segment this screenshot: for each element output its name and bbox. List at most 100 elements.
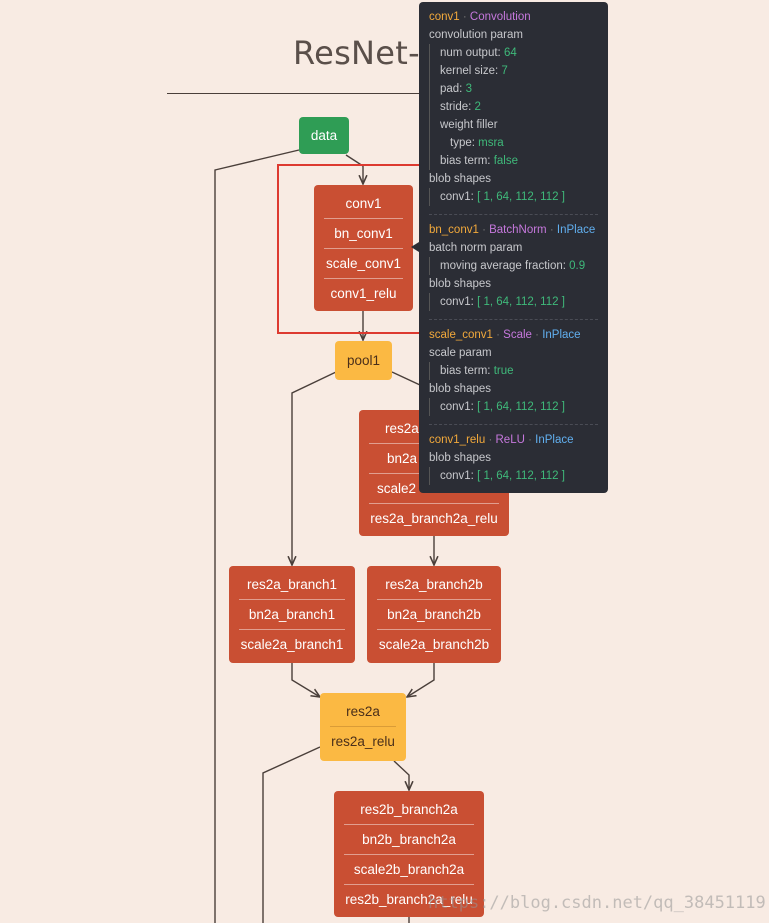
param-value: 3 bbox=[465, 83, 472, 95]
param-label: moving average fraction: bbox=[440, 260, 566, 272]
param-bias-term: bias term: true bbox=[429, 362, 608, 380]
layer-type: Convolution bbox=[469, 11, 531, 23]
blob-title: blob shapes bbox=[429, 383, 492, 395]
param-value: 7 bbox=[501, 65, 508, 77]
node-pool1[interactable]: pool1 bbox=[335, 341, 392, 380]
param-label: bias term: bbox=[440, 365, 491, 377]
blob-shape: conv1: [ 1, 64, 112, 112 ] bbox=[429, 398, 608, 416]
node-label: bn2a_branch1 bbox=[239, 599, 345, 629]
blob-title: blob shapes bbox=[429, 452, 492, 464]
param-bias-term: bias term: false bbox=[429, 152, 608, 170]
node-label: bn_conv1 bbox=[324, 218, 403, 248]
blob-shape: conv1: [ 1, 64, 112, 112 ] bbox=[429, 293, 608, 311]
blob-value: [ 1, 64, 112, 112 ] bbox=[477, 470, 565, 482]
param-label: num output: bbox=[440, 47, 501, 59]
inplace-badge: InPlace bbox=[535, 434, 574, 446]
selection-highlight bbox=[277, 164, 427, 334]
param-label: stride: bbox=[440, 101, 472, 113]
node-data[interactable]: data bbox=[299, 117, 349, 154]
param-title: batch norm param bbox=[429, 242, 523, 254]
param-maf: moving average fraction: 0.9 bbox=[429, 257, 608, 275]
layer-name: conv1_relu bbox=[429, 434, 486, 446]
blob-value: [ 1, 64, 112, 112 ] bbox=[477, 296, 565, 308]
edge-branch2b-res2a bbox=[407, 663, 435, 697]
blob-title: blob shapes bbox=[429, 173, 492, 185]
param-num-output: num output: 64 bbox=[429, 44, 608, 62]
param-value: msra bbox=[478, 137, 504, 149]
node-res2a-branch2b[interactable]: res2a_branch2b bn2a_branch2b scale2a_bra… bbox=[367, 566, 501, 663]
blob-value: [ 1, 64, 112, 112 ] bbox=[477, 401, 565, 413]
edge-pool1-branch1 bbox=[292, 371, 337, 565]
node-label: res2a_branch1 bbox=[246, 577, 338, 592]
node-label: scale2a_branch2b bbox=[377, 629, 491, 659]
node-res2a[interactable]: res2a res2a_relu bbox=[320, 693, 406, 761]
param-label: bias term: bbox=[440, 155, 491, 167]
blob-label: conv1: bbox=[440, 401, 474, 413]
tooltip-header: bn_conv1 · BatchNorm · InPlace bbox=[429, 224, 596, 236]
tooltip-header: conv1 · Convolution bbox=[429, 11, 531, 23]
layer-name: scale_conv1 bbox=[429, 329, 493, 341]
blob-title: blob shapes bbox=[429, 278, 492, 290]
param-label: pad: bbox=[440, 83, 463, 95]
param-stride: stride: 2 bbox=[429, 98, 608, 116]
node-label: conv1_relu bbox=[324, 278, 403, 308]
param-value: 2 bbox=[474, 101, 481, 113]
layer-name: conv1 bbox=[429, 11, 460, 23]
layer-type: ReLU bbox=[495, 434, 525, 446]
param-label: type: bbox=[450, 137, 475, 149]
tooltip-pointer bbox=[411, 242, 419, 252]
param-title: scale param bbox=[429, 347, 492, 359]
node-label: res2a bbox=[385, 421, 419, 436]
node-label: res2a_relu bbox=[330, 726, 396, 756]
param-kernel-size: kernel size: 7 bbox=[429, 62, 608, 80]
edge-branch1-res2a bbox=[291, 663, 320, 697]
param-title: convolution param bbox=[429, 29, 523, 41]
blob-label: conv1: bbox=[440, 470, 474, 482]
node-label: res2a_branch2b bbox=[385, 577, 483, 592]
tooltip-header: conv1_relu · ReLU · InPlace bbox=[429, 434, 574, 446]
node-res2b-branch2a[interactable]: res2b_branch2a bn2b_branch2a scale2b_bra… bbox=[334, 791, 484, 917]
node-res2a-branch1[interactable]: res2a_branch1 bn2a_branch1 scale2a_branc… bbox=[229, 566, 355, 663]
node-label: res2a bbox=[346, 704, 380, 719]
layer-tooltip: conv1 · Convolution convolution param nu… bbox=[419, 2, 608, 493]
node-label: bn2a_branch2b bbox=[377, 599, 491, 629]
node-label: scale_conv1 bbox=[324, 248, 403, 278]
node-conv1[interactable]: conv1 bn_conv1 scale_conv1 conv1_relu bbox=[314, 185, 413, 311]
param-label: kernel size: bbox=[440, 65, 499, 77]
layer-type: BatchNorm bbox=[489, 224, 547, 236]
node-label: res2b_branch2a_relu bbox=[344, 884, 474, 914]
param-value: true bbox=[493, 365, 514, 377]
edge-res2a-res2b bbox=[393, 760, 409, 790]
param-value: false bbox=[493, 155, 518, 167]
blob-label: conv1: bbox=[440, 296, 474, 308]
node-label: data bbox=[310, 128, 338, 143]
node-label: conv1 bbox=[345, 196, 382, 211]
page-title: ResNet-1 bbox=[293, 34, 441, 72]
param-value: 0.9 bbox=[569, 260, 586, 272]
blob-value: [ 1, 64, 112, 112 ] bbox=[477, 191, 565, 203]
watermark: https://blog.csdn.net/qq_38451119 bbox=[428, 893, 766, 913]
edge-data-conv1 bbox=[345, 154, 363, 184]
edge-data-skip bbox=[214, 149, 300, 923]
tooltip-header: scale_conv1 · Scale · InPlace bbox=[429, 329, 581, 341]
node-label: bn2b_branch2a bbox=[344, 824, 474, 854]
tooltip-separator bbox=[429, 424, 598, 425]
node-label: res2b_branch2a bbox=[360, 802, 458, 817]
edge-pool1-branch2a bbox=[391, 371, 421, 386]
tooltip-separator bbox=[429, 319, 598, 320]
title-divider bbox=[167, 93, 429, 94]
blob-shape: conv1: [ 1, 64, 112, 112 ] bbox=[429, 188, 608, 206]
node-label: res2a_branch2a_relu bbox=[369, 503, 499, 533]
inplace-badge: InPlace bbox=[542, 329, 581, 341]
blob-shape: conv1: [ 1, 64, 112, 112 ] bbox=[429, 467, 608, 485]
layer-name: bn_conv1 bbox=[429, 224, 479, 236]
tooltip-separator bbox=[429, 214, 598, 215]
param-filler-type: type: msra bbox=[429, 134, 608, 152]
edge-res2a-skip bbox=[262, 746, 321, 923]
node-label: scale2b_branch2a bbox=[344, 854, 474, 884]
layer-type: Scale bbox=[503, 329, 532, 341]
node-label: pool1 bbox=[346, 353, 381, 368]
param-pad: pad: 3 bbox=[429, 80, 608, 98]
inplace-badge: InPlace bbox=[556, 224, 596, 236]
blob-label: conv1: bbox=[440, 191, 474, 203]
